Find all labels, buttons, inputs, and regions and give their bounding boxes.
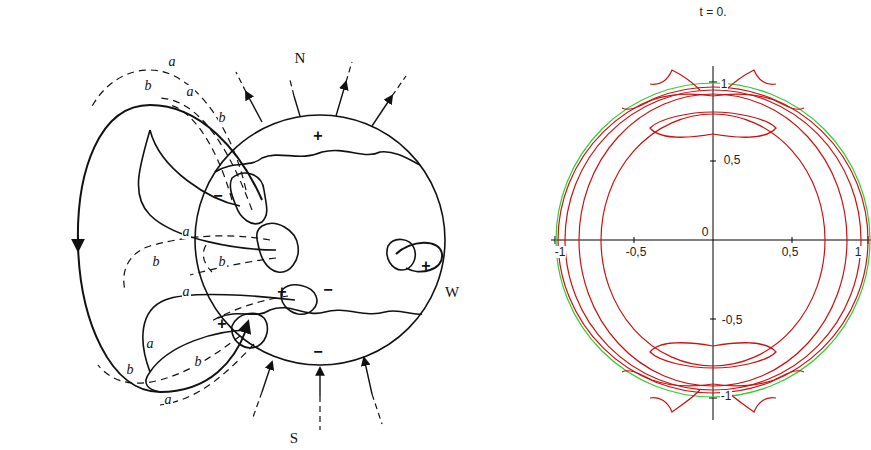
axis-tick-label: 1 [720, 78, 729, 90]
axis-tick-label: 1 [854, 246, 863, 258]
field-line-label: a [186, 85, 195, 99]
plot-title: t = 0. [698, 6, 727, 18]
axis-tick-label: 0,5 [781, 246, 800, 258]
polarity-sign: + [313, 128, 322, 144]
field-line-label: b [126, 363, 135, 377]
axis-tick-label: -0,5 [625, 246, 648, 258]
field-line-label: a [146, 337, 155, 351]
field-line-label: a [182, 285, 191, 299]
field-line-label: b [218, 111, 227, 125]
field-line-label: a [164, 393, 173, 407]
axis-tick-label: -0,5 [721, 314, 744, 326]
polarity-sign: + [277, 284, 286, 300]
polarity-sign: − [213, 188, 222, 204]
axis-tick-label: 0 [701, 226, 710, 238]
polarity-sign: − [323, 282, 332, 298]
field-line-label: a [182, 225, 191, 239]
axis-tick-label: -1 [720, 390, 733, 402]
axis-tick-label: 0,5 [723, 154, 742, 166]
polarity-sign: − [313, 344, 322, 360]
field-line-label: a [168, 55, 177, 69]
field-line-label: b [144, 79, 153, 93]
axis-tick-label: -1 [554, 246, 567, 258]
polarity-sign: + [217, 316, 226, 332]
field-line-label: b [152, 255, 161, 269]
field-line-label: b [194, 355, 203, 369]
field-line-label: b [218, 255, 227, 269]
pole-label: S [290, 431, 298, 446]
limb-label: W [445, 285, 459, 300]
pole-label: N [295, 51, 306, 66]
polarity-sign: + [421, 258, 430, 274]
